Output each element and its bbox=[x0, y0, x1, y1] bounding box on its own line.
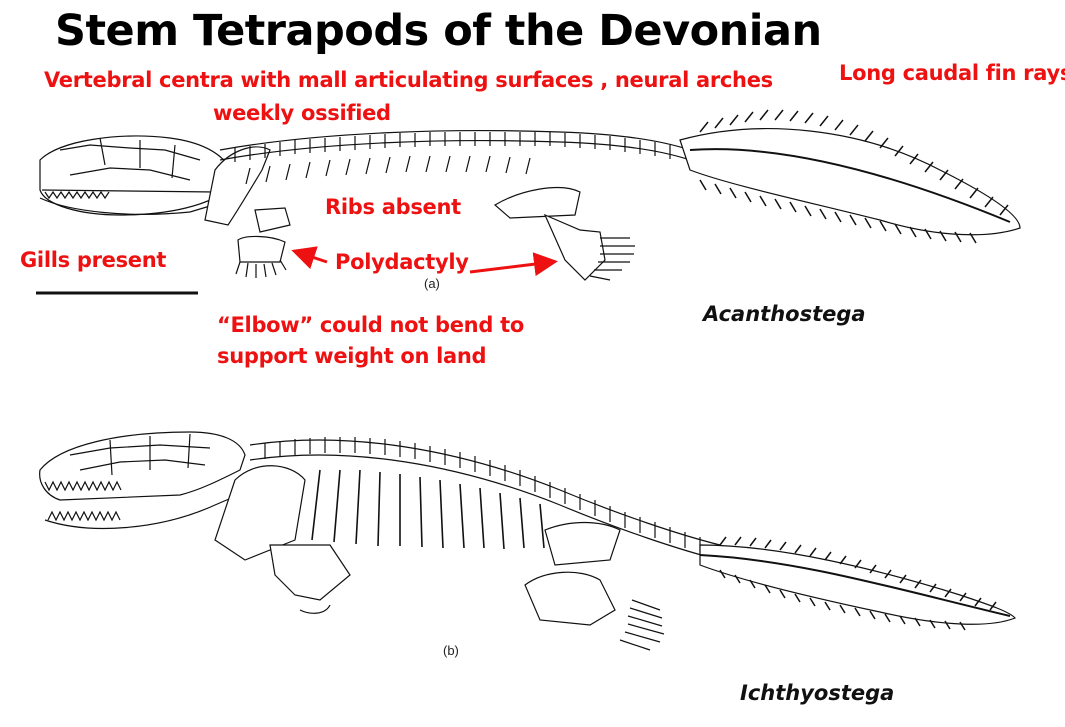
polydactyly-arrow-fore bbox=[291, 246, 328, 270]
acanthostega-skeleton bbox=[39, 109, 1021, 281]
ichthyostega-forelimb bbox=[269, 544, 351, 601]
ichthyostega-pelvis bbox=[544, 521, 621, 566]
acanthostega-fin-rays bbox=[689, 109, 1011, 244]
ichthyostega-tail bbox=[699, 544, 1016, 625]
elbow-note-line2: support weight on land bbox=[217, 344, 487, 368]
ribs-note: Ribs absent bbox=[325, 195, 461, 219]
ichthyostega-skull bbox=[39, 431, 246, 501]
ichthyostega-hindlimb bbox=[524, 571, 616, 626]
acanthostega-spine bbox=[219, 129, 691, 151]
acanthostega-hindlimb bbox=[543, 213, 606, 281]
species-ichthyostega: Ichthyostega bbox=[740, 681, 895, 705]
page-title: Stem Tetrapods of the Devonian bbox=[55, 6, 822, 56]
polydactyly-arrow-hind bbox=[469, 252, 558, 277]
vertebral-note-line2: weekly ossified bbox=[213, 101, 391, 125]
elbow-note-line1: “Elbow” could not bend to bbox=[217, 313, 524, 337]
acanthostega-tail bbox=[679, 128, 1021, 236]
ichthyostega-ribs bbox=[311, 469, 545, 550]
acanthostega-forelimb bbox=[254, 207, 291, 233]
gills-note: Gills present bbox=[20, 248, 167, 272]
panel-label-a: (a) bbox=[424, 276, 440, 291]
species-acanthostega: Acanthostega bbox=[703, 302, 866, 326]
ichthyostega-skeleton bbox=[39, 431, 1016, 651]
ichthyostega-fin-rays bbox=[699, 536, 1011, 631]
caudal-fin-note: Long caudal fin rays bbox=[839, 61, 1065, 85]
acanthostega-shoulder bbox=[204, 146, 271, 226]
ichthyostega-spine bbox=[249, 439, 721, 546]
acanthostega-pelvis bbox=[493, 186, 581, 219]
panel-label-b: (b) bbox=[443, 643, 459, 658]
vertebral-note-line1: Vertebral centra with mall articulating … bbox=[44, 68, 773, 92]
polydactyly-note: Polydactyly bbox=[335, 250, 469, 274]
